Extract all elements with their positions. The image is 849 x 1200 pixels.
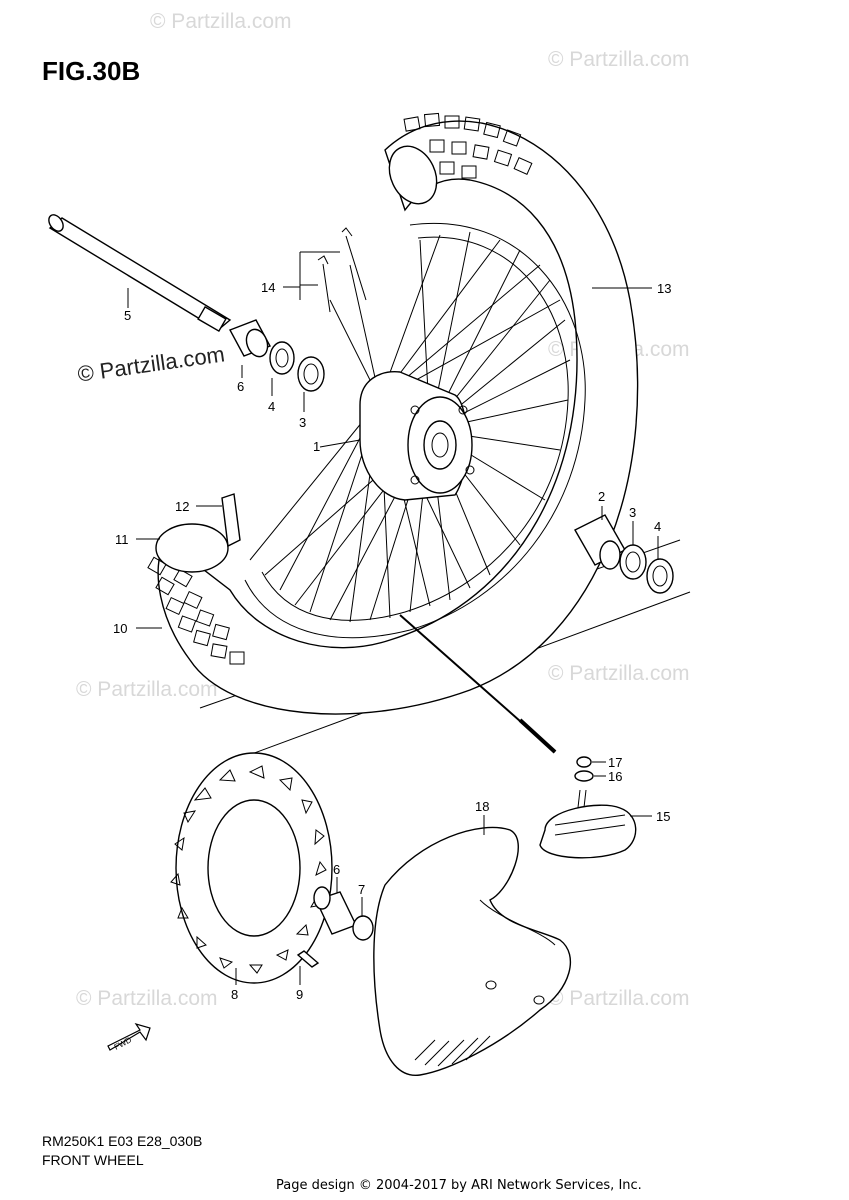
leader-lines: [127, 286, 659, 985]
disc-guard: [373, 826, 571, 1076]
callout-6: 6: [237, 379, 244, 394]
oil-seal: [269, 341, 295, 375]
hub: [359, 371, 475, 501]
tire: [147, 112, 639, 715]
callout-17: 17: [608, 755, 622, 770]
callout-2: 2: [598, 489, 605, 504]
bearing: [619, 544, 647, 580]
page-credit: Page design © 2004-2017 by ARI Network S…: [276, 1178, 642, 1193]
bearing: [297, 356, 325, 392]
callout-4: 4: [654, 519, 661, 534]
callout-10: 10: [113, 621, 127, 636]
watermark: © Partzilla.com: [150, 10, 292, 33]
rim: [244, 222, 586, 639]
rim-strap: [221, 493, 241, 548]
collar: [313, 886, 357, 935]
watermark: © Partzilla.com: [548, 662, 690, 685]
callout-8: 8: [231, 987, 238, 1002]
diagram-name: FRONT WHEEL: [42, 1152, 144, 1168]
callout-13: 13: [657, 281, 671, 296]
valve-nut: [576, 756, 592, 768]
callout-12: 12: [175, 499, 189, 514]
figure-title: FIG.30B: [42, 56, 141, 86]
callout-3: 3: [299, 415, 306, 430]
callout-18: 18: [475, 799, 489, 814]
rim-lock: [539, 789, 637, 859]
callout-3: 3: [629, 505, 636, 520]
callout-5: 5: [124, 308, 131, 323]
valve-washer: [574, 770, 594, 782]
oil-seal: [646, 558, 674, 594]
arrow-fwd-icon: FWD: [107, 1022, 151, 1052]
collar: [229, 319, 271, 358]
callout-15: 15: [656, 809, 670, 824]
disc-bolt: [296, 950, 320, 968]
callout-11: 11: [115, 532, 129, 547]
tube-section: [155, 523, 229, 573]
callout-16: 16: [608, 769, 622, 784]
watermark: © Partzilla.com: [76, 987, 218, 1010]
callout-7: 7: [358, 882, 365, 897]
spoke-nipples: [317, 227, 367, 313]
callout-14: 14: [261, 280, 275, 295]
callout-6: 6: [333, 862, 340, 877]
callout-1: 1: [313, 439, 320, 454]
axle-nut: [352, 915, 374, 941]
axle: [48, 214, 232, 333]
watermark: © Partzilla.com: [548, 48, 690, 71]
watermark: © Partzilla.com: [76, 678, 218, 701]
callout-4: 4: [268, 399, 275, 414]
diagram-code: RM250K1 E03 E28_030B: [42, 1133, 203, 1149]
brake-disc: [170, 752, 333, 984]
callout-9: 9: [296, 987, 303, 1002]
watermark: © Partzilla.com: [548, 987, 690, 1010]
